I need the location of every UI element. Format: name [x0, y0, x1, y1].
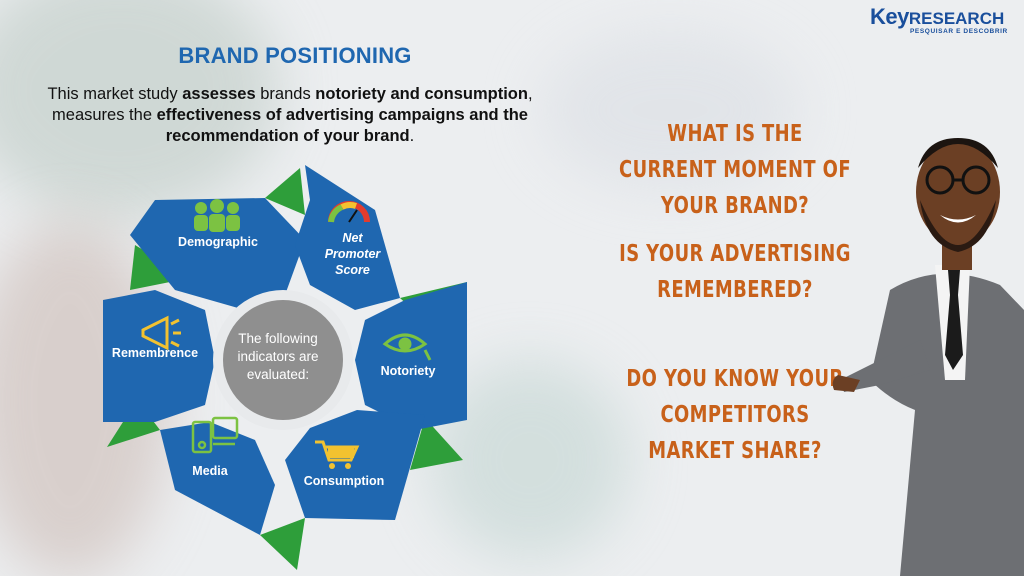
question-market-share: DO YOU KNOW YOUR COMPETITORS MARKET SHAR…	[626, 366, 844, 464]
media-devices-icon	[191, 416, 239, 454]
label-media: Media	[192, 464, 228, 478]
megaphone-icon	[141, 315, 181, 351]
logo-research-text: RESEARCH	[908, 9, 1005, 28]
wheel-center-text: The following indicators are evaluated:	[237, 331, 319, 382]
intro-text: , measures the	[52, 85, 533, 124]
segment-notoriety	[355, 282, 467, 430]
presenter-image	[832, 138, 1024, 576]
segment-demographic	[130, 198, 305, 310]
question-current-moment: WHAT IS THE CURRENT MOMENT OF YOUR BRAND…	[619, 121, 851, 219]
logo-tagline: PESQUISAR E DESCOBRIR	[910, 28, 1008, 35]
segment-nps	[295, 165, 400, 310]
intro-emphasis: assesses	[182, 85, 256, 103]
segment-consumption	[285, 410, 425, 520]
label-consumption: Consumption	[303, 474, 385, 488]
intro-paragraph: This market study assesses brands notori…	[30, 84, 550, 147]
segment-media	[160, 422, 275, 535]
wheel-connector	[260, 518, 305, 570]
intro-text: This market study	[47, 85, 183, 103]
wheel-connector	[410, 418, 463, 470]
wheel-center	[223, 300, 343, 420]
wheel-connector	[265, 168, 305, 215]
intro-text: .	[409, 127, 415, 145]
shopping-cart-icon	[315, 440, 360, 469]
intro-text: brands	[255, 85, 316, 103]
label-remembrence: Remembrence	[111, 346, 199, 360]
label-nps: Net Promoter Score	[324, 231, 381, 277]
people-icon	[194, 199, 240, 232]
gauge-icon	[328, 201, 370, 223]
question-advertising: IS YOUR ADVERTISING REMEMBERED?	[619, 241, 851, 303]
wheel-connector	[107, 400, 160, 447]
background-blob	[540, 30, 800, 190]
intro-emphasis: effectiveness of advertising campaigns a…	[156, 106, 528, 145]
eye-icon	[382, 333, 432, 361]
indicators-wheel	[103, 165, 467, 570]
label-demographic: Demographic	[178, 235, 258, 249]
intro-emphasis: notoriety and consumption	[315, 85, 528, 103]
page-title: BRAND POSITIONING	[178, 43, 412, 68]
logo-key-text: Key	[870, 4, 909, 29]
segment-remembrence	[103, 290, 215, 422]
keyresearch-logo: KeyRESEARCH PESQUISAR E DESCOBRIR	[870, 6, 1020, 36]
label-notoriety: Notoriety	[380, 364, 436, 378]
